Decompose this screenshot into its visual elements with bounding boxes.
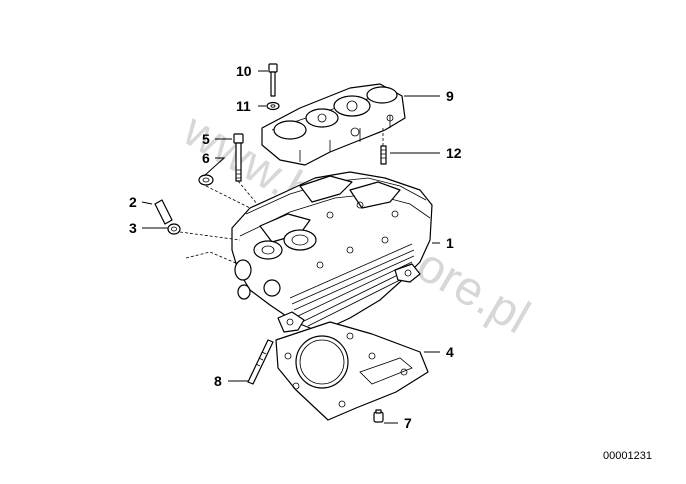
callout-7: 7 (404, 415, 412, 431)
callout-4: 4 (446, 344, 454, 360)
callout-3: 3 (129, 220, 137, 236)
stud-8-part (247, 339, 274, 385)
callout-9: 9 (446, 88, 454, 104)
callout-1: 1 (446, 235, 454, 251)
bolt-10-part (268, 63, 278, 97)
callout-10: 10 (236, 63, 252, 79)
dowel-2-part (154, 199, 173, 225)
callout-12: 12 (446, 145, 462, 161)
callout-5: 5 (202, 131, 210, 147)
stud-12-part (380, 128, 387, 165)
rocker-carrier-part (261, 83, 406, 166)
washer-6-part (198, 174, 214, 186)
diagram-number: 00001231 (603, 450, 652, 462)
nut-3-part (167, 223, 181, 235)
cylinder-head-part (231, 171, 433, 333)
callout-8: 8 (214, 373, 222, 389)
callout-2: 2 (129, 194, 137, 210)
bolt-7-part (373, 409, 384, 423)
washer-11-part (266, 101, 280, 111)
head-gasket-part (275, 321, 429, 421)
callout-11: 11 (236, 98, 251, 114)
callout-6: 6 (202, 150, 210, 166)
